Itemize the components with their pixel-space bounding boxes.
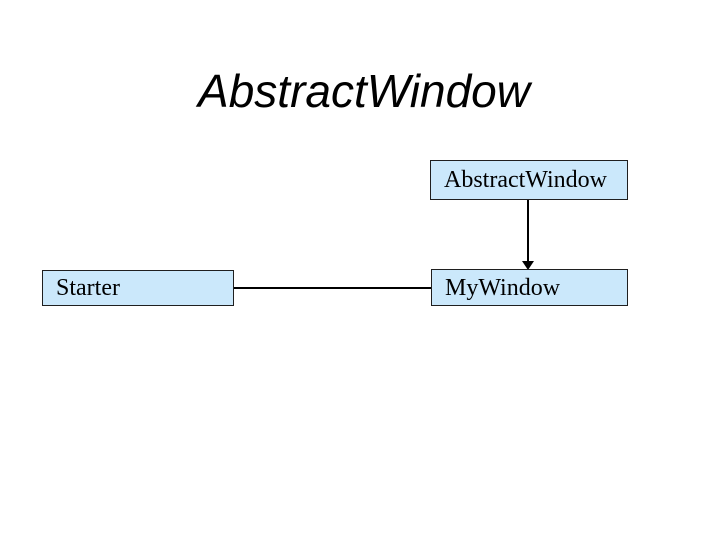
- arrowhead-down-icon: [522, 261, 534, 270]
- node-my-window: MyWindow: [431, 269, 628, 306]
- slide-title: AbstractWindow: [198, 65, 530, 117]
- node-my-window-label: MyWindow: [445, 274, 561, 301]
- association-line: [234, 287, 431, 289]
- node-starter: Starter: [42, 270, 234, 306]
- node-abstract-window-label: AbstractWindow: [444, 167, 607, 193]
- node-starter-label: Starter: [56, 275, 120, 301]
- node-abstract-window: AbstractWindow: [430, 160, 628, 200]
- inheritance-arrow-line: [527, 200, 529, 262]
